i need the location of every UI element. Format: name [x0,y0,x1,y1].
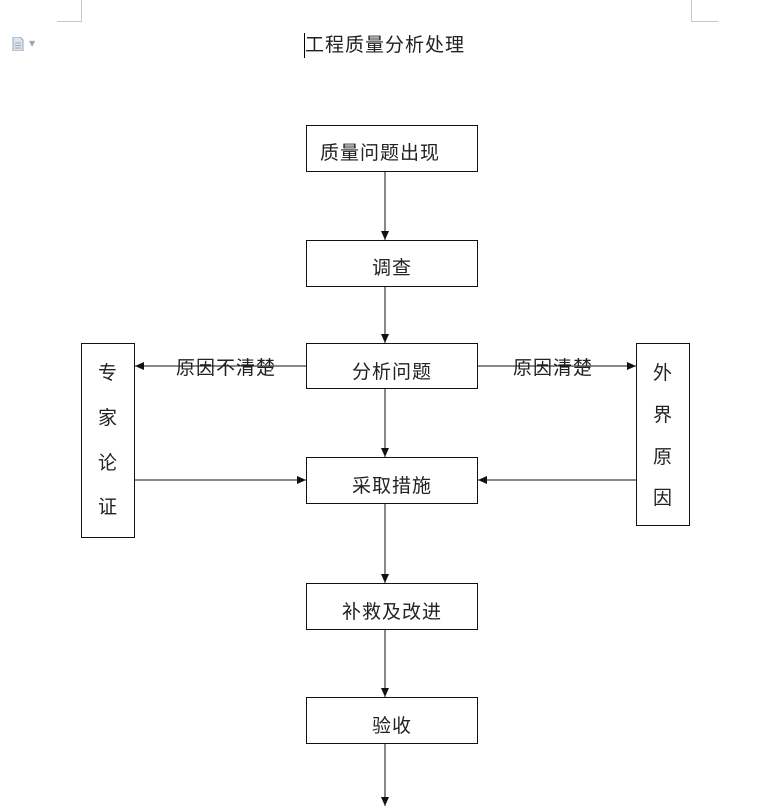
box-analyze: 分析问题 [306,343,478,389]
box-quality-issue: 质量问题出现 [306,125,478,172]
external-char-3: 原 [652,445,673,468]
document-icon[interactable] [11,37,25,51]
external-char-2: 界 [652,403,673,426]
expert-char-1: 专 [97,362,118,384]
chevron-down-icon[interactable]: ▼ [29,39,36,48]
box-investigate: 调查 [306,240,478,287]
text-cursor [304,33,305,58]
page-corner-top-left [57,0,82,22]
expert-char-2: 家 [97,406,118,429]
page-title[interactable]: 工程质量分析处理 [305,34,466,56]
expert-char-4: 证 [97,496,118,519]
label-cause-unclear: 原因不清楚 [176,357,277,379]
external-char-4: 因 [652,487,673,510]
expert-char-3: 论 [97,451,118,474]
box-expert-review: 专 家 论 证 [81,343,135,538]
box-take-measures: 采取措施 [306,457,478,504]
label-cause-clear: 原因清楚 [513,357,594,379]
page-corner-top-right [691,0,718,22]
box-remedy: 补救及改进 [306,583,478,630]
external-char-1: 外 [652,362,673,384]
box-external-causes: 外 界 原 因 [636,343,690,526]
box-acceptance: 验收 [306,697,478,744]
